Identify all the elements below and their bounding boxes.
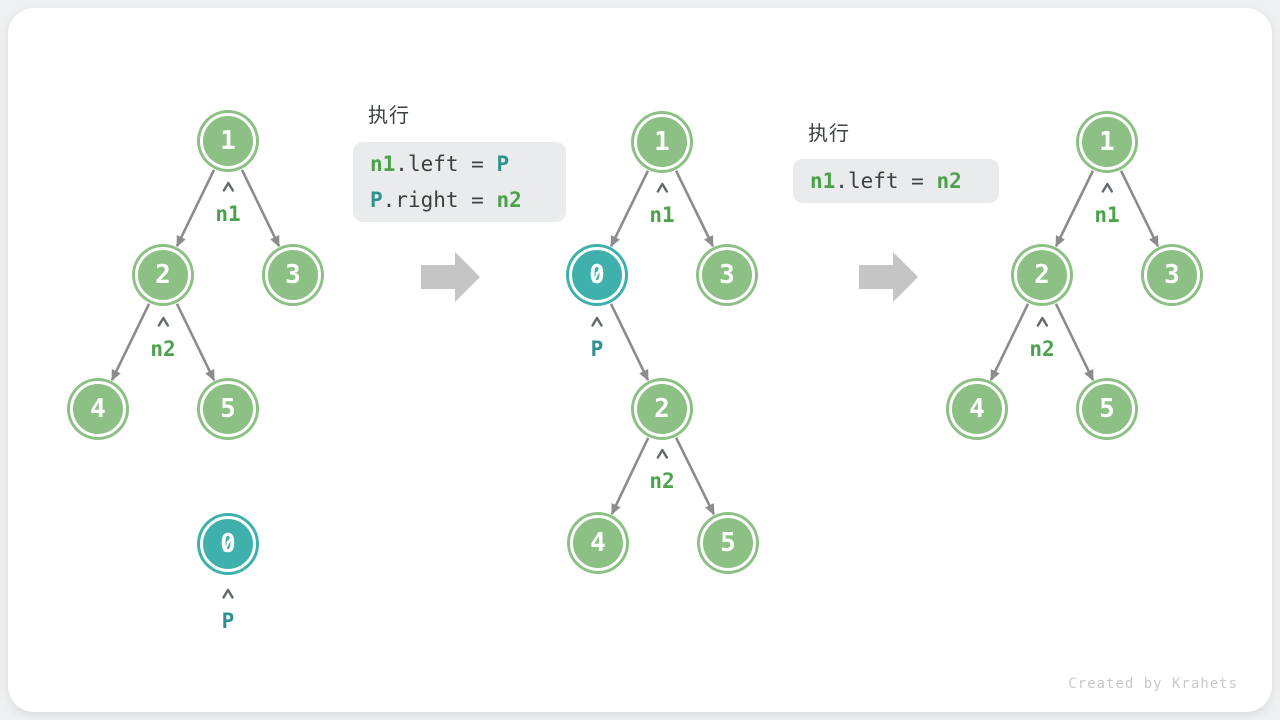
pointer-label: P xyxy=(590,337,604,361)
caret-up-icon xyxy=(1036,316,1048,327)
tree-edge xyxy=(609,170,650,248)
tree-edge xyxy=(175,169,216,248)
pointer-marker: P xyxy=(590,314,604,361)
node-value: 4 xyxy=(90,394,106,424)
flow-arrow-shape xyxy=(421,252,480,302)
pointer-marker: n2 xyxy=(150,314,176,361)
tree-edge xyxy=(674,170,715,248)
code-token: n1 xyxy=(370,152,396,176)
node-value: 5 xyxy=(720,528,736,558)
tree-edge xyxy=(989,303,1030,382)
tree-edge xyxy=(610,437,650,516)
code-token: .left = xyxy=(835,169,937,193)
pointer-label: P xyxy=(221,609,235,633)
node-value: 0 xyxy=(589,262,605,288)
tree-node: 5 xyxy=(200,381,256,437)
tree-edge xyxy=(240,169,281,248)
code-token: P xyxy=(496,152,510,176)
caret-up-icon xyxy=(591,316,603,327)
tree-node: 5 xyxy=(700,515,756,571)
node-value: 1 xyxy=(654,127,670,157)
caret-up-icon xyxy=(656,182,668,193)
node-value: 3 xyxy=(719,260,735,290)
node-value: 5 xyxy=(220,394,236,424)
slashed-zero-stroke xyxy=(592,266,602,284)
node-value: 5 xyxy=(1099,394,1115,424)
pointer-marker: n1 xyxy=(1094,180,1120,227)
tree-node: 4 xyxy=(570,515,626,571)
pointer-marker: n1 xyxy=(649,180,675,227)
pointer-label: n2 xyxy=(649,469,675,493)
node-value: 2 xyxy=(1034,260,1050,290)
caret-up-icon xyxy=(222,181,234,192)
code-token: n1 xyxy=(810,169,836,193)
tree-node: 3 xyxy=(699,247,755,303)
tree-edge xyxy=(1119,170,1160,248)
node-value: 3 xyxy=(285,260,301,290)
flow-arrow-icon xyxy=(859,251,919,307)
node-value: 2 xyxy=(654,394,670,424)
pointer-marker: n2 xyxy=(649,446,675,493)
caret-up-icon xyxy=(157,316,169,327)
node-value: 3 xyxy=(1164,260,1180,290)
caret-up-icon xyxy=(222,588,234,599)
pointer-label: n1 xyxy=(215,202,241,226)
tree-edge xyxy=(1054,303,1095,382)
pointer-marker: n2 xyxy=(1029,314,1055,361)
code-line: P.right = n2 xyxy=(370,182,566,218)
code-token: .left = xyxy=(395,152,497,176)
step-title: 执行 xyxy=(808,121,850,145)
code-line: n1.left = n2 xyxy=(810,163,999,199)
caret-up-icon xyxy=(1101,182,1113,193)
node-value: 4 xyxy=(969,394,985,424)
code-token: n2 xyxy=(936,169,962,193)
step-title: 执行 xyxy=(368,103,410,127)
tree-edge xyxy=(110,303,151,382)
pointer-label: n2 xyxy=(150,337,176,361)
tree-edge xyxy=(175,303,216,382)
pointer-label: n1 xyxy=(649,203,675,227)
code-line: n1.left = P xyxy=(370,146,566,182)
tree-node: 0 xyxy=(569,247,625,303)
tree-node: 4 xyxy=(949,381,1005,437)
node-value: 4 xyxy=(590,528,606,558)
tree-node: 3 xyxy=(265,247,321,303)
tree-node: 5 xyxy=(1079,381,1135,437)
tree-node: 2 xyxy=(1014,247,1070,303)
watermark-credit: Created by Krahets xyxy=(1068,676,1238,692)
tree-node: 3 xyxy=(1144,247,1200,303)
flow-arrow-shape xyxy=(859,252,918,302)
slashed-zero-stroke xyxy=(223,535,233,553)
code-block: n1.left = n2 xyxy=(793,159,999,203)
code-token: .right = xyxy=(382,188,497,212)
pointer-marker: P xyxy=(221,586,235,633)
pointer-label: n2 xyxy=(1029,337,1055,361)
node-value: 2 xyxy=(155,260,171,290)
tree-edge xyxy=(1054,170,1095,248)
pointer-label: n1 xyxy=(1094,203,1120,227)
tree-node: 1 xyxy=(200,113,256,169)
flow-arrow-icon xyxy=(421,251,481,307)
code-token: P xyxy=(370,188,383,212)
tree-node: 1 xyxy=(1079,114,1135,170)
tree-node: 4 xyxy=(70,381,126,437)
caret-up-icon xyxy=(656,448,668,459)
tree-node: 0 xyxy=(200,516,256,572)
tree-edge xyxy=(674,437,716,516)
node-value: 1 xyxy=(1099,127,1115,157)
node-value: 0 xyxy=(220,531,236,557)
tree-node: 2 xyxy=(634,381,690,437)
pointer-marker: n1 xyxy=(215,179,241,226)
tree-edge xyxy=(609,303,650,382)
node-value: 1 xyxy=(220,126,236,156)
tree-node: 2 xyxy=(135,247,191,303)
code-token: n2 xyxy=(496,188,522,212)
tree-node: 1 xyxy=(634,114,690,170)
